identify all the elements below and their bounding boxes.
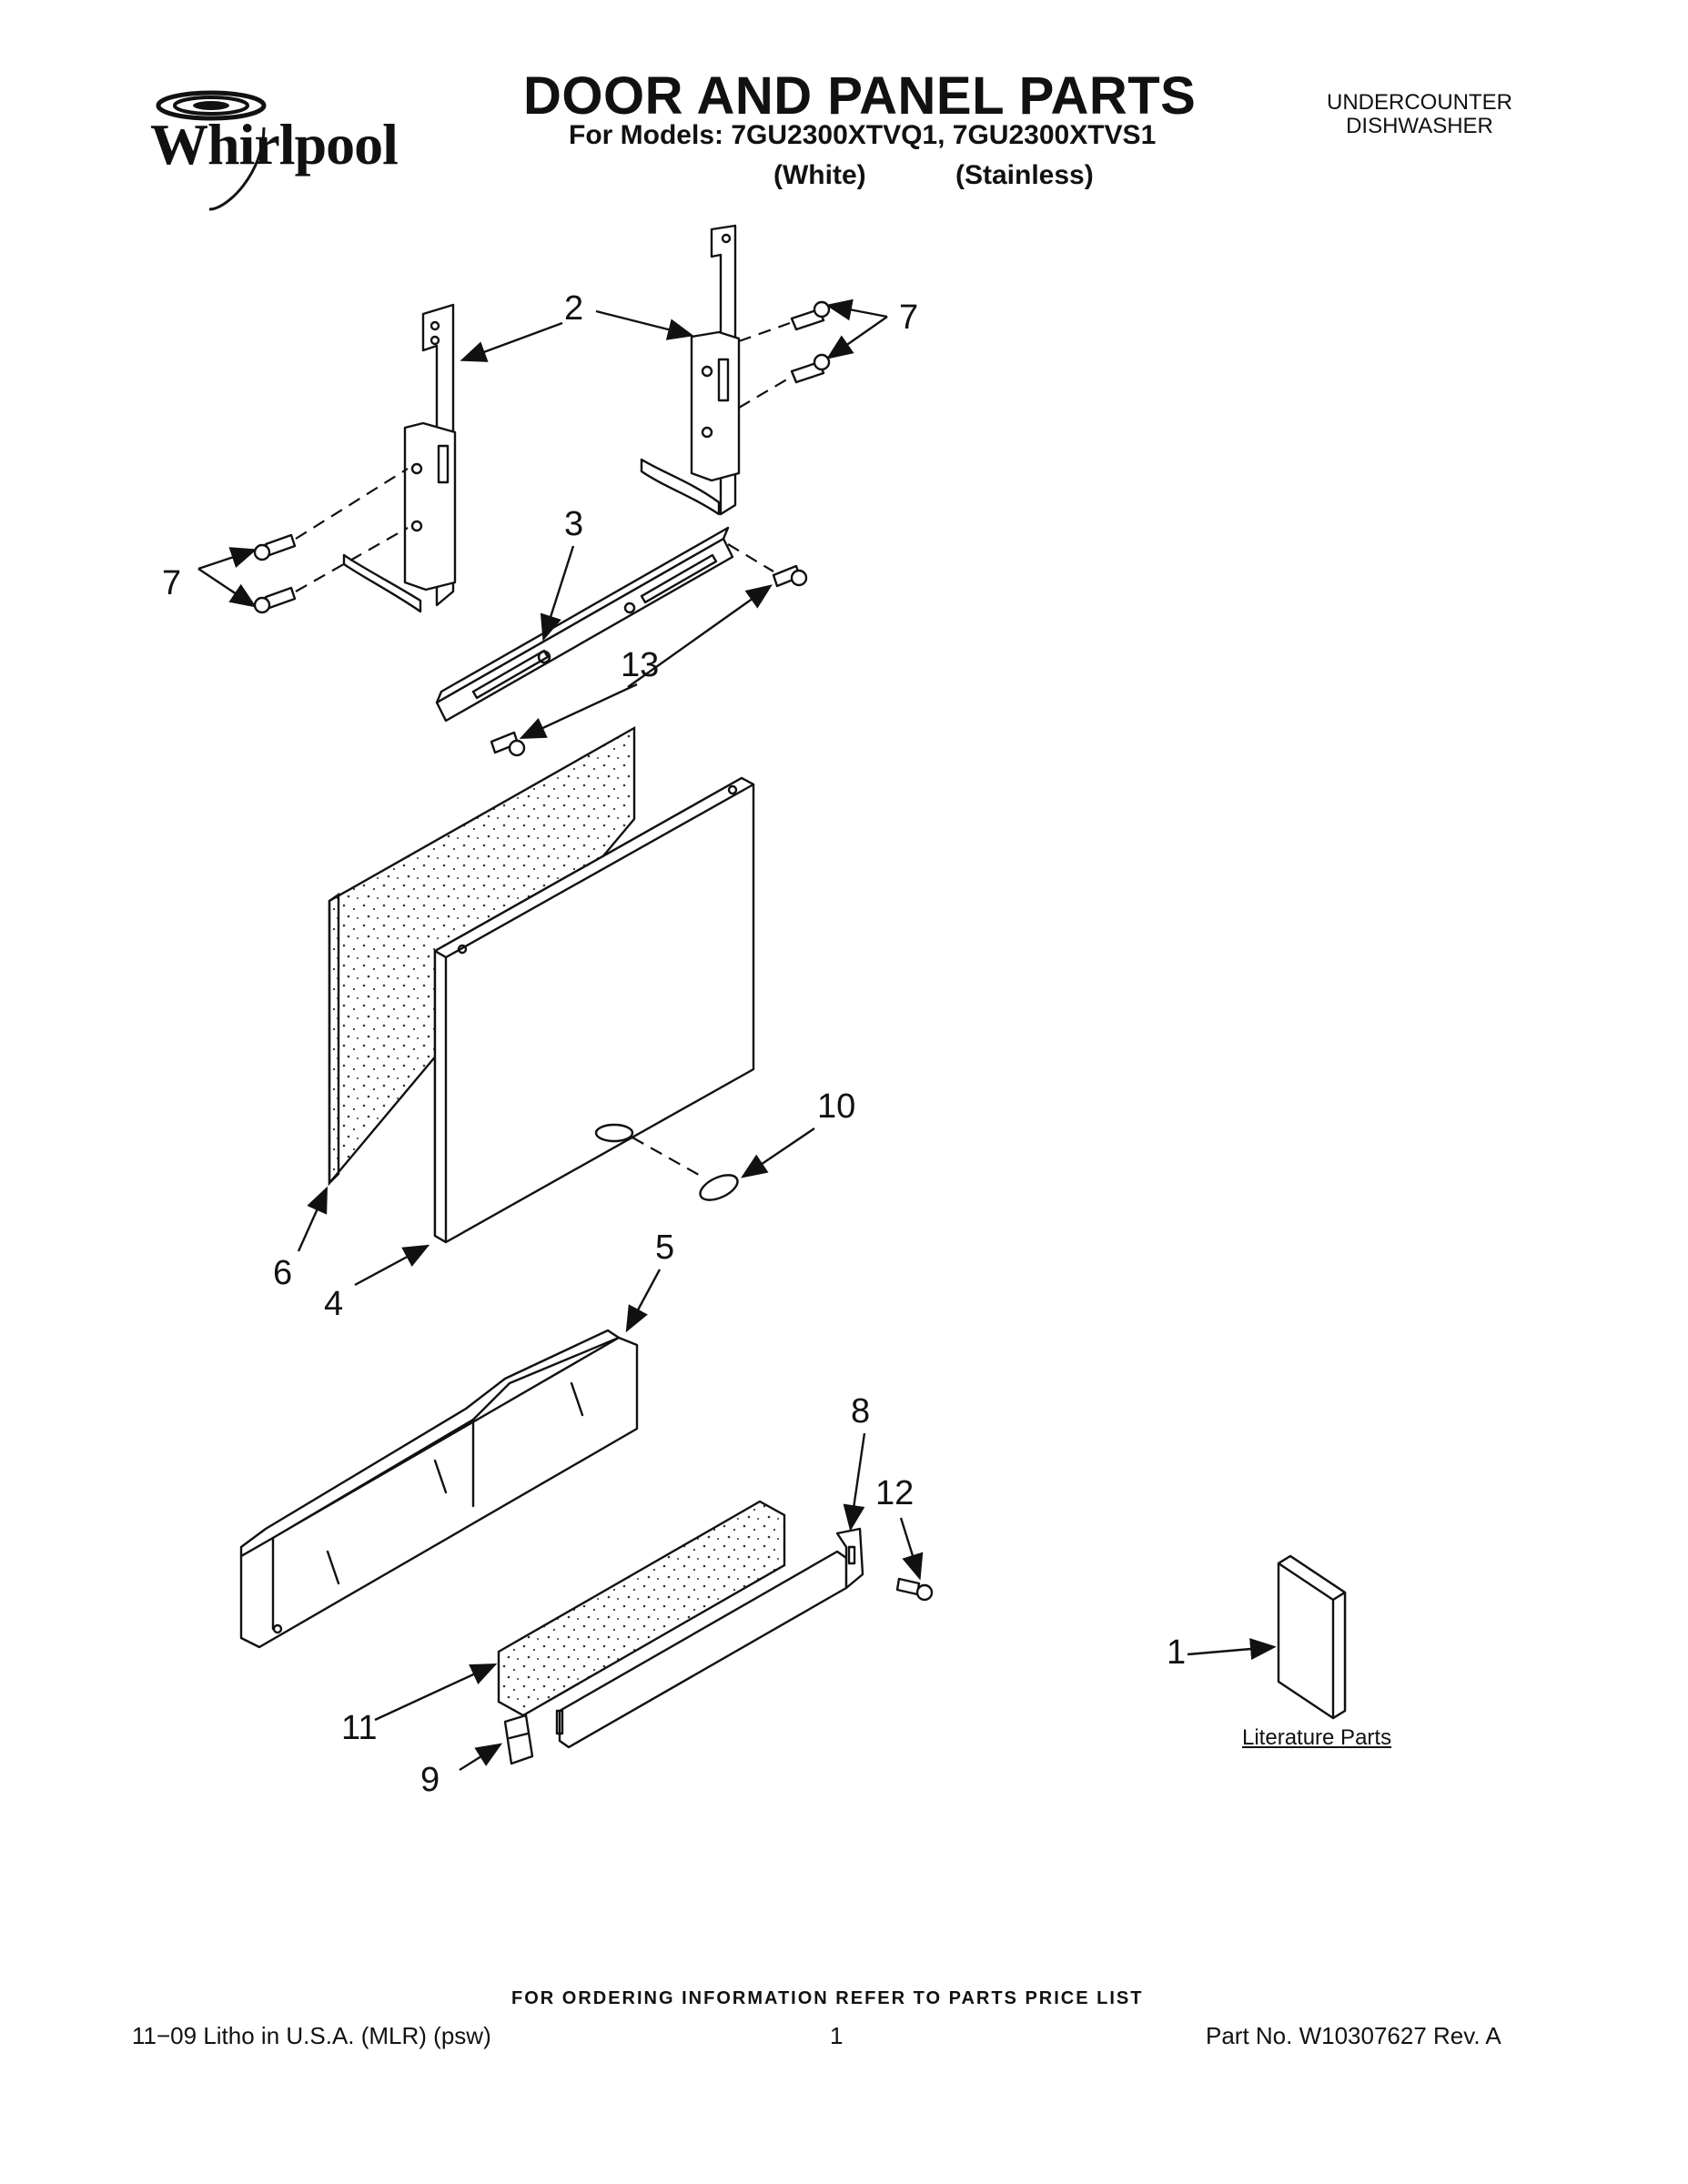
leader-3 xyxy=(540,545,575,642)
callout-9: 9 xyxy=(420,1761,440,1799)
screw-rail-left xyxy=(490,731,526,757)
door-panel xyxy=(433,776,755,1244)
page-number: 1 xyxy=(830,2022,844,2049)
leader-2b xyxy=(595,309,694,340)
screw-left-2 xyxy=(253,586,297,614)
ordering-note: FOR ORDERING INFORMATION REFER TO PARTS … xyxy=(511,1988,1144,2008)
callout-5: 5 xyxy=(655,1228,675,1267)
leader-11 xyxy=(374,1663,498,1722)
leader-5 xyxy=(625,1269,662,1333)
literature-parts-label: Literature Parts xyxy=(1242,1725,1392,1750)
leader-8 xyxy=(843,1432,866,1532)
leader-7d xyxy=(197,568,257,608)
screw-top-1 xyxy=(790,300,831,331)
toe-panel xyxy=(239,1329,639,1649)
leader-10 xyxy=(741,1127,815,1178)
callout-2: 2 xyxy=(564,289,584,328)
variant-white: (White) xyxy=(773,160,866,190)
callout-3: 3 xyxy=(564,505,584,543)
hinge-bracket-left xyxy=(342,303,457,613)
badge-10 xyxy=(699,1174,739,1201)
leader-13b xyxy=(627,584,773,688)
product-line-1: UNDERCOUNTER xyxy=(1327,90,1512,115)
brand-logo: Whirlpool xyxy=(127,73,400,218)
leader-6 xyxy=(297,1186,328,1252)
part-number: Part No. W10307627 Rev. A xyxy=(1206,2022,1501,2049)
leader-2a xyxy=(460,321,563,362)
callout-8: 8 xyxy=(851,1392,871,1431)
leader-7a xyxy=(825,298,888,321)
variant-stainless: (Stainless) xyxy=(955,160,1094,190)
screw-rail-right xyxy=(772,564,808,588)
litho-info: 11−09 Litho in U.S.A. (MLR) (psw) xyxy=(132,2022,491,2049)
brand-wordmark: Whirlpool xyxy=(150,112,399,177)
screw-left-1 xyxy=(253,533,297,561)
models-line: For Models: 7GU2300XTVQ1, 7GU2300XTVS1 xyxy=(569,120,1157,150)
screw-top-2 xyxy=(790,353,831,384)
product-type: UNDERCOUNTER DISHWASHER xyxy=(1301,91,1538,138)
leader-1 xyxy=(1187,1638,1277,1661)
callout-10: 10 xyxy=(817,1087,856,1126)
callout-11: 11 xyxy=(341,1709,378,1747)
assembly-line xyxy=(295,468,409,540)
callout-13: 13 xyxy=(621,646,660,684)
leader-4 xyxy=(354,1244,430,1287)
leader-7c xyxy=(197,547,258,571)
callout-7-left: 7 xyxy=(162,564,182,602)
screw-12 xyxy=(895,1577,934,1602)
leader-7b xyxy=(826,316,888,359)
callout-7-top: 7 xyxy=(899,298,919,337)
page-title: DOOR AND PANEL PARTS xyxy=(523,66,1197,126)
product-line-2: DISHWASHER xyxy=(1346,114,1493,138)
assembly-line xyxy=(738,321,791,343)
callout-1: 1 xyxy=(1167,1633,1187,1672)
assembly-line xyxy=(738,377,791,409)
hinge-bracket-right xyxy=(640,224,741,516)
leader-12 xyxy=(899,1517,924,1581)
callout-12: 12 xyxy=(875,1474,915,1512)
mounting-rail xyxy=(435,526,734,723)
callout-6: 6 xyxy=(273,1254,293,1292)
clip xyxy=(503,1714,534,1765)
callout-4: 4 xyxy=(324,1285,344,1323)
kick-plate xyxy=(555,1527,864,1749)
literature-booklet xyxy=(1277,1554,1347,1720)
assembly-line xyxy=(295,527,409,592)
foam-strip xyxy=(497,1500,786,1717)
assembly-line xyxy=(632,1137,706,1179)
leader-13a xyxy=(519,682,638,740)
leader-9 xyxy=(459,1743,503,1772)
assembly-line xyxy=(727,543,774,572)
logo-swirl-icon xyxy=(156,90,267,211)
